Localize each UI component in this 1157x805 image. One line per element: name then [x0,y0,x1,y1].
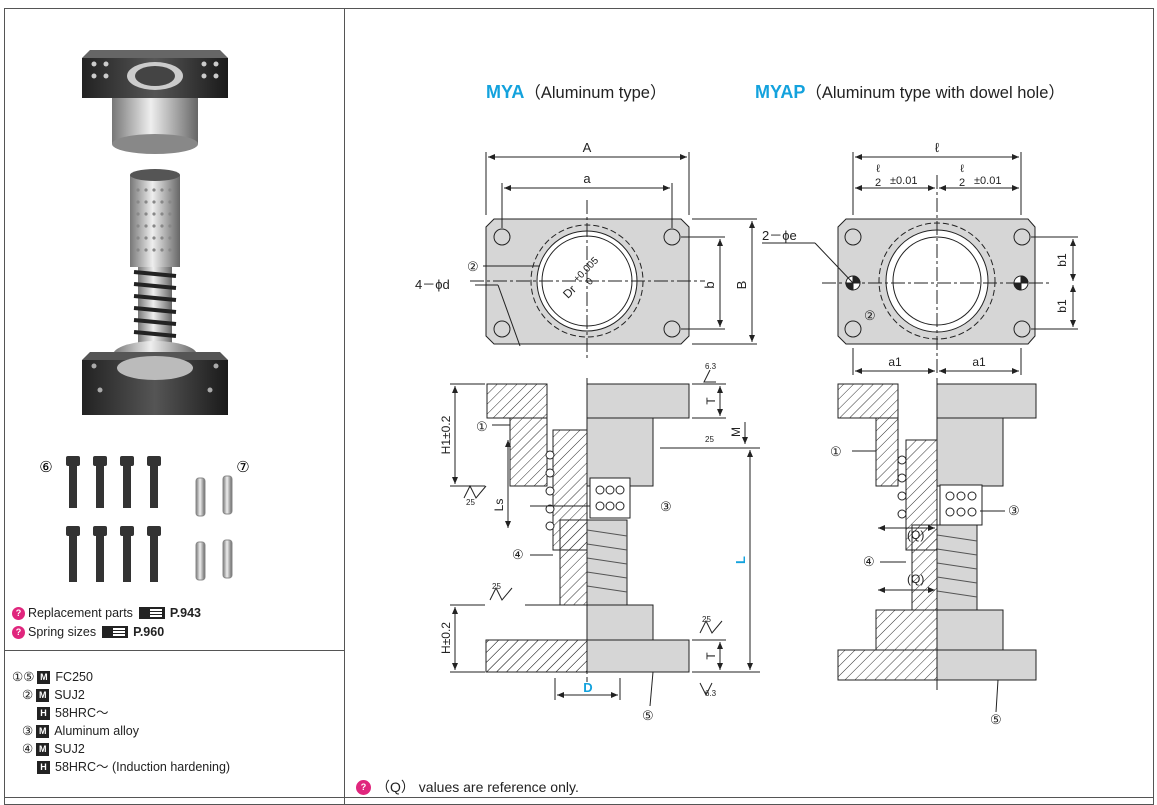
tip-label: Replacement parts [28,606,133,620]
myap-code: MYAP [755,82,806,102]
callout-3-mya: ③ [660,499,672,514]
part-number: ③ [22,724,34,738]
callout-5-myap: ⑤ [990,712,1002,727]
roughness-63-bottom: 6.3 [705,689,717,698]
dim-H1: H1±0.2 [439,415,453,454]
dim-M: M [729,427,743,437]
material-text: SUJ2 [54,688,85,702]
callout-1-myap: ① [830,444,842,459]
material-row: H 58HRC～ [12,704,230,722]
callout-7: ⑦ [236,459,249,476]
callout-4-mya: ④ [512,547,524,562]
part-number: ①⑤ [12,670,35,684]
dim-T-bottom: T [704,652,718,660]
tip-replacement-parts: ? Replacement parts P.943 [12,606,201,620]
dim-a: a [583,171,591,186]
tip-icon: ? [12,606,25,620]
dim-l2a: ℓ [876,163,880,175]
dim-2e: 2－ϕe [762,228,797,243]
left-divider [4,650,345,651]
dim-a1-left: a1 [888,355,902,369]
mya-title: MYA（Aluminum type） [486,79,667,103]
bolts-and-pins: ⑥ ⑦ [39,456,250,582]
hardness-badge: H [37,760,50,774]
mya-desc: （Aluminum type） [524,84,667,102]
dim-B: B [734,281,749,290]
dim-l: ℓ [935,140,940,155]
material-badge: M [36,742,50,756]
column-divider [344,8,345,805]
material-badge: M [36,724,50,738]
material-text: 58HRC～ [55,706,109,720]
dim-b: b [702,281,717,288]
page-ref-link[interactable]: P.960 [133,625,165,639]
callout-6: ⑥ [39,459,52,476]
dim-D: D [583,680,592,695]
catalog-book-icon [102,626,129,638]
dim-two-a: 2 [875,177,881,189]
material-badge: M [37,670,51,684]
myap-section-view [837,378,1037,713]
dim-Q-lower: (Q) [907,572,924,586]
dim-L: L [733,556,748,564]
dim-A: A [583,140,592,155]
roughness-25-a: 25 [705,435,714,444]
mya-top-view [470,152,757,360]
dim-tol-b: ±0.01 [974,175,1001,187]
dim-Ls: Ls [492,499,506,512]
catalog-book-icon [138,607,165,619]
roughness-25-b: 25 [466,498,475,507]
callout-5-mya: ⑤ [642,708,654,723]
material-text: FC250 [55,670,93,684]
roughness-63-top: 6.3 [705,362,717,371]
dim-two-b: 2 [959,177,965,189]
dim-b1-bottom: b1 [1055,299,1069,313]
product-photo [82,50,228,415]
dim-T-top: T [704,397,718,405]
callout-1-mya: ① [476,419,488,434]
hardness-badge: H [37,706,50,720]
tip-spring-sizes: ? Spring sizes P.960 [12,625,164,639]
reference-note: ? （Q） values are reference only. [356,777,579,797]
part-number: ② [22,688,34,702]
page-ref-link[interactable]: P.943 [169,606,201,620]
callout-2-myap: ② [864,308,876,323]
mya-code: MYA [486,82,525,102]
dim-4d: 4－ϕd [415,277,450,292]
tip-icon: ? [356,779,371,795]
roughness-25-d: 25 [702,615,711,624]
callout-4-myap: ④ [863,554,875,569]
myap-title: MYAP（Aluminum type with dowel hole） [755,79,1065,103]
dim-tol-a: ±0.01 [890,175,917,187]
mya-section-view [450,369,760,707]
tip-icon: ? [12,625,25,639]
material-text: SUJ2 [54,742,85,756]
dim-l2b: ℓ [960,163,964,175]
material-text: 58HRC～ (Induction hardening) [55,760,231,774]
tip-label: Spring sizes [28,625,97,639]
bottom-divider [4,797,1154,798]
myap-top-view [762,152,1078,375]
dim-b1-top: b1 [1055,253,1069,267]
material-text: Aluminum alloy [54,724,139,738]
callout-2-mya: ② [467,259,479,274]
roughness-25-c: 25 [492,582,501,591]
callout-3-myap: ③ [1008,503,1020,518]
dim-Q-upper: (Q) [907,528,924,542]
dim-H: H±0.2 [439,622,453,654]
material-badge: M [36,688,50,702]
part-number: ④ [22,742,34,756]
myap-desc: （Aluminum type with dowel hole） [805,84,1065,102]
dim-a1-right: a1 [972,355,986,369]
note-text: （Q） values are reference only. [376,779,579,795]
material-row: H 58HRC～ (Induction hardening) [12,758,230,776]
